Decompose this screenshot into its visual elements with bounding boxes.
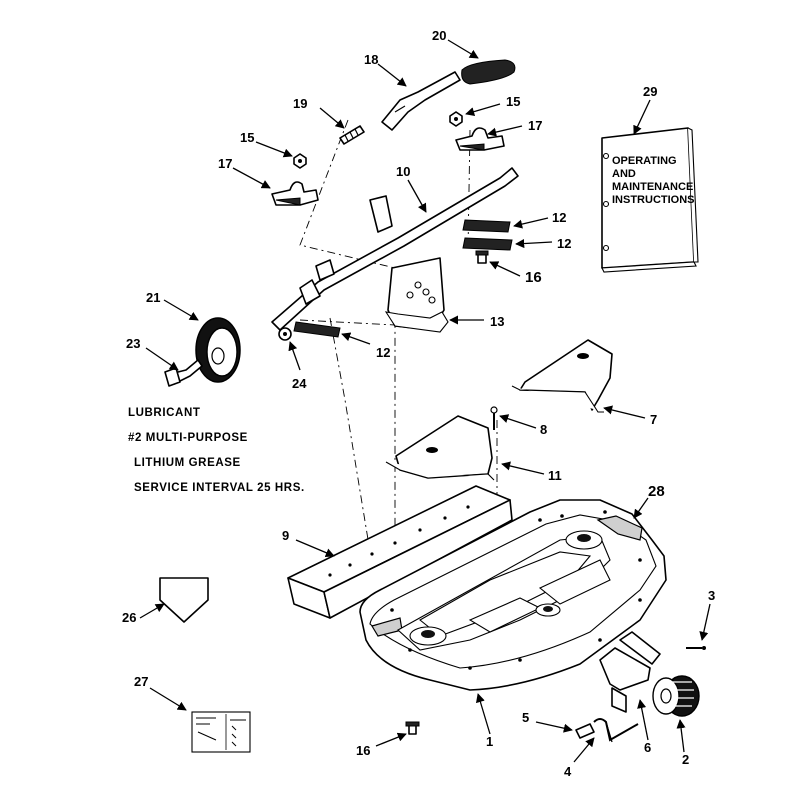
handle-grip-part bbox=[461, 59, 516, 85]
callout-9: 9 bbox=[282, 528, 289, 543]
bolt-part bbox=[475, 250, 489, 264]
booklet-line-4: INSTRUCTIONS bbox=[612, 194, 695, 206]
pin-part bbox=[686, 646, 706, 650]
callout-28: 28 bbox=[648, 483, 665, 500]
anti-scalp-bracket-part bbox=[599, 631, 661, 713]
callout-12: 12 bbox=[376, 345, 390, 360]
lubricant-note-line-1: LUBRICANT bbox=[128, 407, 200, 419]
booklet-line-1: OPERATING bbox=[612, 155, 677, 167]
mower-deck-part bbox=[359, 499, 667, 691]
lubricant-note-line-3: LITHIUM GREASE bbox=[134, 457, 241, 469]
booklet-line-3: MAINTENANCE bbox=[612, 181, 693, 193]
screw-part bbox=[490, 406, 498, 430]
decal-part bbox=[159, 577, 209, 623]
callout-23: 23 bbox=[126, 336, 140, 351]
lubricant-note-line-2: #2 MULTI-PURPOSE bbox=[128, 432, 248, 444]
callout-29: 29 bbox=[643, 84, 657, 99]
callout-6: 6 bbox=[644, 740, 651, 755]
belt-cover-left-part bbox=[385, 415, 495, 481]
wheel-bolt-part bbox=[164, 359, 203, 387]
pin-clip-part bbox=[593, 718, 639, 743]
callout-10: 10 bbox=[396, 164, 410, 179]
side-shield-part bbox=[287, 485, 513, 619]
callout-26: 26 bbox=[122, 610, 136, 625]
callout-17: 17 bbox=[528, 118, 542, 133]
callout-12: 12 bbox=[552, 210, 566, 225]
instruction-booklet-part: OPERATING AND MAINTENANCE INSTRUCTIONS bbox=[601, 127, 699, 273]
callout-4: 4 bbox=[564, 764, 572, 779]
callout-18: 18 bbox=[364, 52, 378, 67]
spacer-part bbox=[293, 321, 341, 338]
callout-12: 12 bbox=[557, 236, 571, 251]
lubricant-note: LUBRICANT #2 MULTI-PURPOSE LITHIUM GREAS… bbox=[128, 407, 305, 494]
callout-17: 17 bbox=[218, 156, 232, 171]
callout-20: 20 bbox=[432, 28, 446, 43]
booklet-line-2: AND bbox=[612, 168, 636, 180]
callout-24: 24 bbox=[292, 376, 307, 391]
spacer-part bbox=[462, 219, 511, 233]
callout-1: 1 bbox=[486, 734, 493, 749]
lubricant-note-line-4: SERVICE INTERVAL 25 HRS. bbox=[134, 482, 305, 494]
nut-part bbox=[449, 111, 463, 127]
leader-arrows bbox=[139, 39, 711, 763]
spacer-part bbox=[462, 237, 513, 251]
bracket-part bbox=[455, 127, 505, 151]
height-adjust-plate-part bbox=[384, 257, 449, 333]
belt-cover-right-part bbox=[511, 339, 613, 413]
washer-part bbox=[278, 327, 292, 341]
callout-15: 15 bbox=[506, 94, 520, 109]
lift-handle-part bbox=[381, 71, 461, 131]
callout-3: 3 bbox=[708, 588, 715, 603]
callout-2: 2 bbox=[682, 752, 689, 767]
gauge-wheel-part bbox=[195, 317, 241, 383]
callout-5: 5 bbox=[522, 710, 529, 725]
lift-bar-part bbox=[271, 167, 519, 331]
callout-7: 7 bbox=[650, 412, 657, 427]
instruction-decal-part bbox=[191, 711, 251, 753]
callout-15: 15 bbox=[240, 130, 254, 145]
callout-16: 16 bbox=[356, 743, 370, 758]
nut-part bbox=[293, 153, 307, 169]
callout-13: 13 bbox=[490, 314, 504, 329]
callout-27: 27 bbox=[134, 674, 148, 689]
small-bolt-part bbox=[575, 723, 595, 739]
bolt-part bbox=[405, 721, 420, 735]
callout-11: 11 bbox=[548, 468, 562, 483]
callout-labels: 20 18 19 15 15 17 17 10 12 12 16 29 21 1… bbox=[122, 28, 715, 779]
spring-part bbox=[339, 125, 365, 145]
anti-scalp-roller-part bbox=[652, 675, 700, 717]
callout-19: 19 bbox=[293, 96, 307, 111]
callout-8: 8 bbox=[540, 422, 547, 437]
bracket-part bbox=[271, 181, 319, 206]
callout-21: 21 bbox=[146, 290, 160, 305]
callout-16: 16 bbox=[525, 269, 542, 286]
